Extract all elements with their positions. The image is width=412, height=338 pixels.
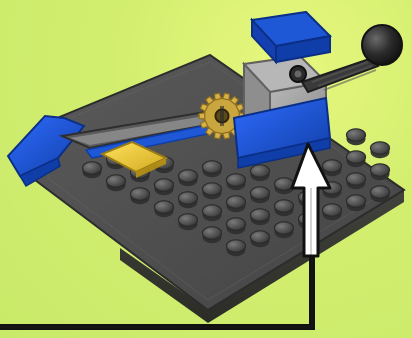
gear-tooth — [199, 113, 205, 119]
gear-tooth — [214, 93, 221, 100]
stud-top — [251, 187, 270, 199]
baseplate-stud — [371, 186, 390, 202]
baseplate-stud — [251, 209, 270, 225]
stud-top — [203, 161, 222, 173]
stud-top — [347, 173, 366, 185]
stud-top — [323, 160, 342, 172]
baseplate-stud — [203, 183, 222, 199]
gear-axle — [220, 106, 224, 126]
baseplate-stud — [203, 227, 222, 243]
baseplate-stud — [251, 187, 270, 203]
stud-top — [347, 129, 366, 141]
baseplate-stud — [155, 179, 174, 195]
stud-top — [131, 188, 150, 200]
stud-top — [155, 179, 174, 191]
baseplate-stud — [251, 165, 270, 181]
baseplate-stud — [155, 201, 174, 217]
baseplate-stud — [203, 205, 222, 221]
stud-top — [323, 204, 342, 216]
gear-tooth — [223, 132, 230, 139]
stud-top — [347, 195, 366, 207]
stud-top — [347, 151, 366, 163]
baseplate-stud — [179, 214, 198, 230]
baseplate-stud — [275, 200, 294, 216]
baseplate-stud — [107, 175, 126, 191]
baseplate-stud — [131, 188, 150, 204]
baseplate-stud — [371, 142, 390, 158]
stud-top — [251, 231, 270, 243]
stud-top — [179, 192, 198, 204]
stud-top — [107, 175, 126, 187]
baseplate-stud — [347, 195, 366, 211]
stud-top — [203, 183, 222, 195]
gear-tooth — [214, 132, 221, 139]
baseplate-stud — [203, 161, 222, 177]
lever-ball — [362, 25, 402, 65]
stud-top — [275, 200, 294, 212]
stud-top — [371, 142, 390, 154]
stud-top — [371, 164, 390, 176]
baseplate-stud — [179, 192, 198, 208]
baseplate-stud — [179, 170, 198, 186]
baseplate-stud — [227, 196, 246, 212]
baseplate-stud — [323, 204, 342, 220]
baseplate-stud — [275, 222, 294, 238]
baseplate-stud — [323, 160, 342, 176]
stud-top — [155, 201, 174, 213]
stud-top — [275, 222, 294, 234]
stud-top — [227, 196, 246, 208]
baseplate-stud — [371, 164, 390, 180]
stud-top — [83, 162, 102, 174]
stud-top — [251, 209, 270, 221]
axle-hole-inner — [295, 71, 302, 78]
stud-top — [251, 165, 270, 177]
stud-top — [203, 205, 222, 217]
baseplate-stud — [347, 129, 366, 145]
baseplate-stud — [227, 240, 246, 256]
baseplate-stud — [83, 162, 102, 178]
stud-top — [203, 227, 222, 239]
baseplate-stud — [227, 218, 246, 234]
stud-top — [179, 214, 198, 226]
stud-top — [227, 174, 246, 186]
baseplate-stud — [227, 174, 246, 190]
baseplate-stud — [347, 173, 366, 189]
stud-top — [227, 240, 246, 252]
baseplate-stud — [275, 178, 294, 194]
stud-top — [371, 186, 390, 198]
stud-top — [227, 218, 246, 230]
stud-top — [179, 170, 198, 182]
gear-tooth — [223, 93, 230, 100]
baseplate-stud — [347, 151, 366, 167]
baseplate-stud — [251, 231, 270, 247]
